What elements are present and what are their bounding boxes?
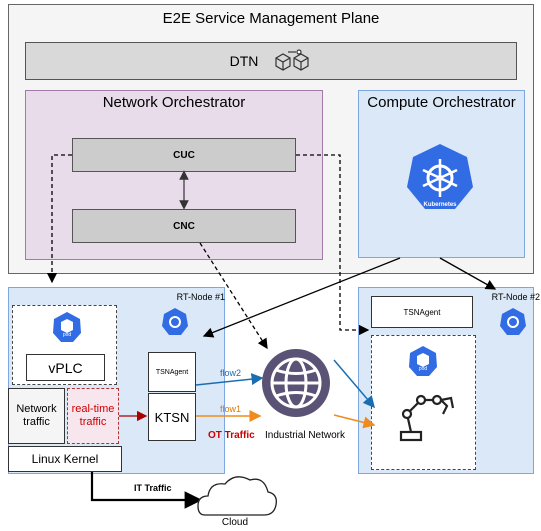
flow2-out-arrow — [333, 359, 375, 409]
cnc-box: CNC — [72, 209, 296, 243]
cuc-box: CUC — [72, 138, 296, 172]
k8s-to-rt2-arrow — [439, 257, 497, 290]
cnc-to-network-arrow — [199, 242, 268, 350]
network-traffic-box: Network traffic — [8, 388, 65, 444]
linux-kernel-box: Linux Kernel — [8, 446, 122, 472]
it-traffic-arrow — [90, 472, 203, 509]
tsn-agent-node-1: TSNAgent — [148, 352, 196, 392]
robot-arm-icon — [399, 394, 455, 442]
pod-1-label: pod — [62, 332, 72, 338]
it-traffic-label: IT Traffic — [134, 483, 172, 493]
cuc-to-rt1-arrow — [46, 154, 72, 284]
pod-2-label: pod — [418, 366, 428, 372]
kubernetes-logo-icon — [407, 144, 473, 209]
vplc-box: vPLC — [26, 354, 105, 381]
k8s-node-2-icon — [500, 308, 526, 335]
flow1-out-arrow — [333, 414, 376, 429]
pod-1-icon — [53, 312, 81, 342]
industrial-network-icon — [262, 349, 330, 417]
rt-node-2-label: RT-Node #2 — [491, 292, 540, 302]
realtime-traffic-box: real-time traffic — [67, 388, 119, 444]
ktsn-box: KTSN — [148, 393, 196, 441]
cloud-icon — [197, 476, 277, 516]
plane-title: E2E Service Management Plane — [162, 10, 380, 27]
k8s-node-1-icon — [162, 308, 188, 335]
tsn-agent-node-2: TSNAgent — [371, 296, 473, 328]
twin-cubes-icon — [275, 49, 309, 71]
flow2-arrow — [195, 373, 264, 386]
dtn-box — [25, 42, 517, 80]
cuc-to-rt2-arrow — [296, 154, 370, 336]
cloud-label: Cloud — [221, 517, 249, 528]
industrial-network-label: Industrial Network — [264, 430, 346, 441]
dtn-label: DTN — [25, 42, 517, 80]
network-orchestrator-title: Network Orchestrator — [102, 94, 246, 111]
kubernetes-logo-text: Kubernetes — [423, 202, 457, 208]
k8s-to-rt1-arrow — [202, 257, 401, 338]
flow1-label: flow1 — [220, 404, 242, 414]
compute-orchestrator-title: Compute Orchestrator — [367, 94, 516, 111]
rt-node-1-label: RT-Node #1 — [176, 292, 225, 302]
flow2-label: flow2 — [220, 368, 242, 378]
ot-traffic-label: OT Traffic — [208, 430, 255, 441]
dtn-text: DTN — [229, 53, 259, 69]
pod-2-icon — [409, 346, 437, 376]
